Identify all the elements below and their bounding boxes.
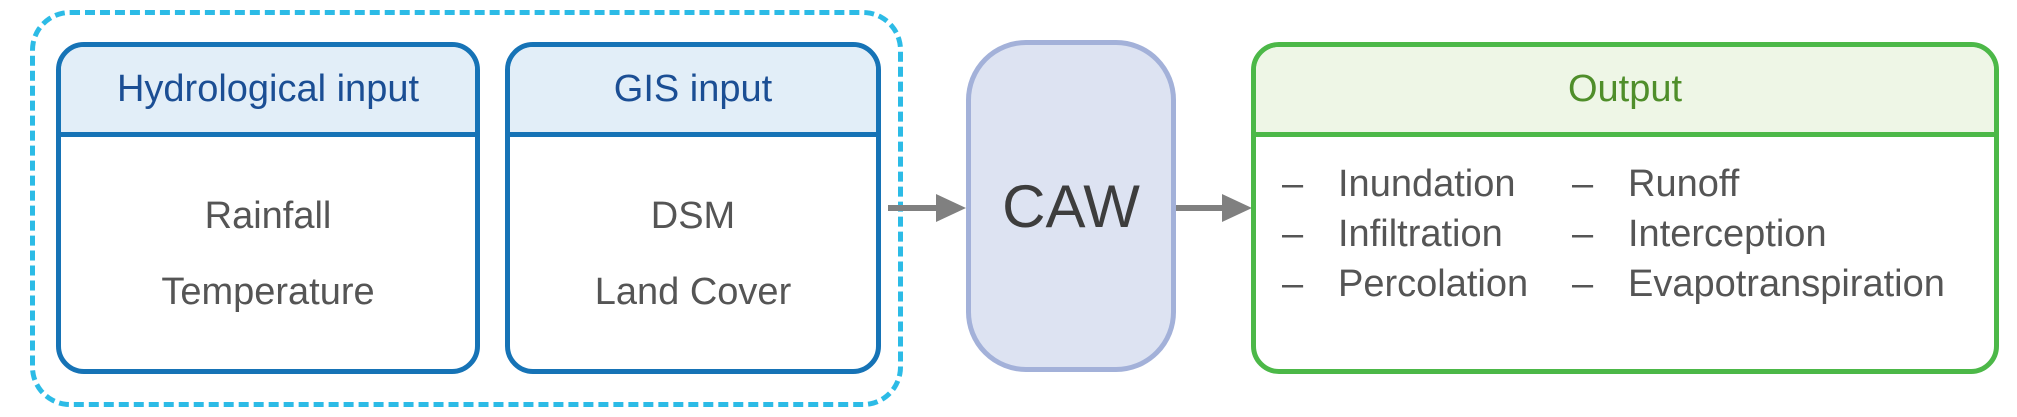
arrow-caw-to-output (1176, 194, 1252, 222)
hydrological-input-panel: Hydrological input Rainfall Temperature (56, 42, 480, 374)
gis-input-title: GIS input (510, 47, 876, 137)
hydrological-input-title: Hydrological input (61, 47, 475, 137)
output-item: –Percolation (1282, 263, 1529, 305)
gis-item-land-cover: Land Cover (594, 270, 792, 313)
caw-model-box: CAW (966, 40, 1176, 372)
output-items: –Inundation –Runoff –Infiltration –Inter… (1256, 137, 1994, 369)
output-item: –Inundation (1282, 163, 1516, 205)
hydrological-input-items: Rainfall Temperature (61, 137, 475, 369)
output-item: –Infiltration (1282, 213, 1503, 255)
hydrological-item-temperature: Temperature (161, 270, 375, 313)
gis-item-dsm: DSM (650, 194, 736, 237)
output-item: –Runoff (1572, 163, 1740, 205)
output-item: –Evapotranspiration (1572, 263, 1945, 305)
arrow-inputs-to-caw (888, 194, 966, 222)
gis-input-items: DSM Land Cover (510, 137, 876, 369)
output-item: –Interception (1572, 213, 1827, 255)
output-panel: Output –Inundation –Runoff –Infiltration… (1251, 42, 1999, 374)
hydrological-item-rainfall: Rainfall (204, 194, 332, 237)
gis-input-panel: GIS input DSM Land Cover (505, 42, 881, 374)
output-title: Output (1256, 47, 1994, 137)
